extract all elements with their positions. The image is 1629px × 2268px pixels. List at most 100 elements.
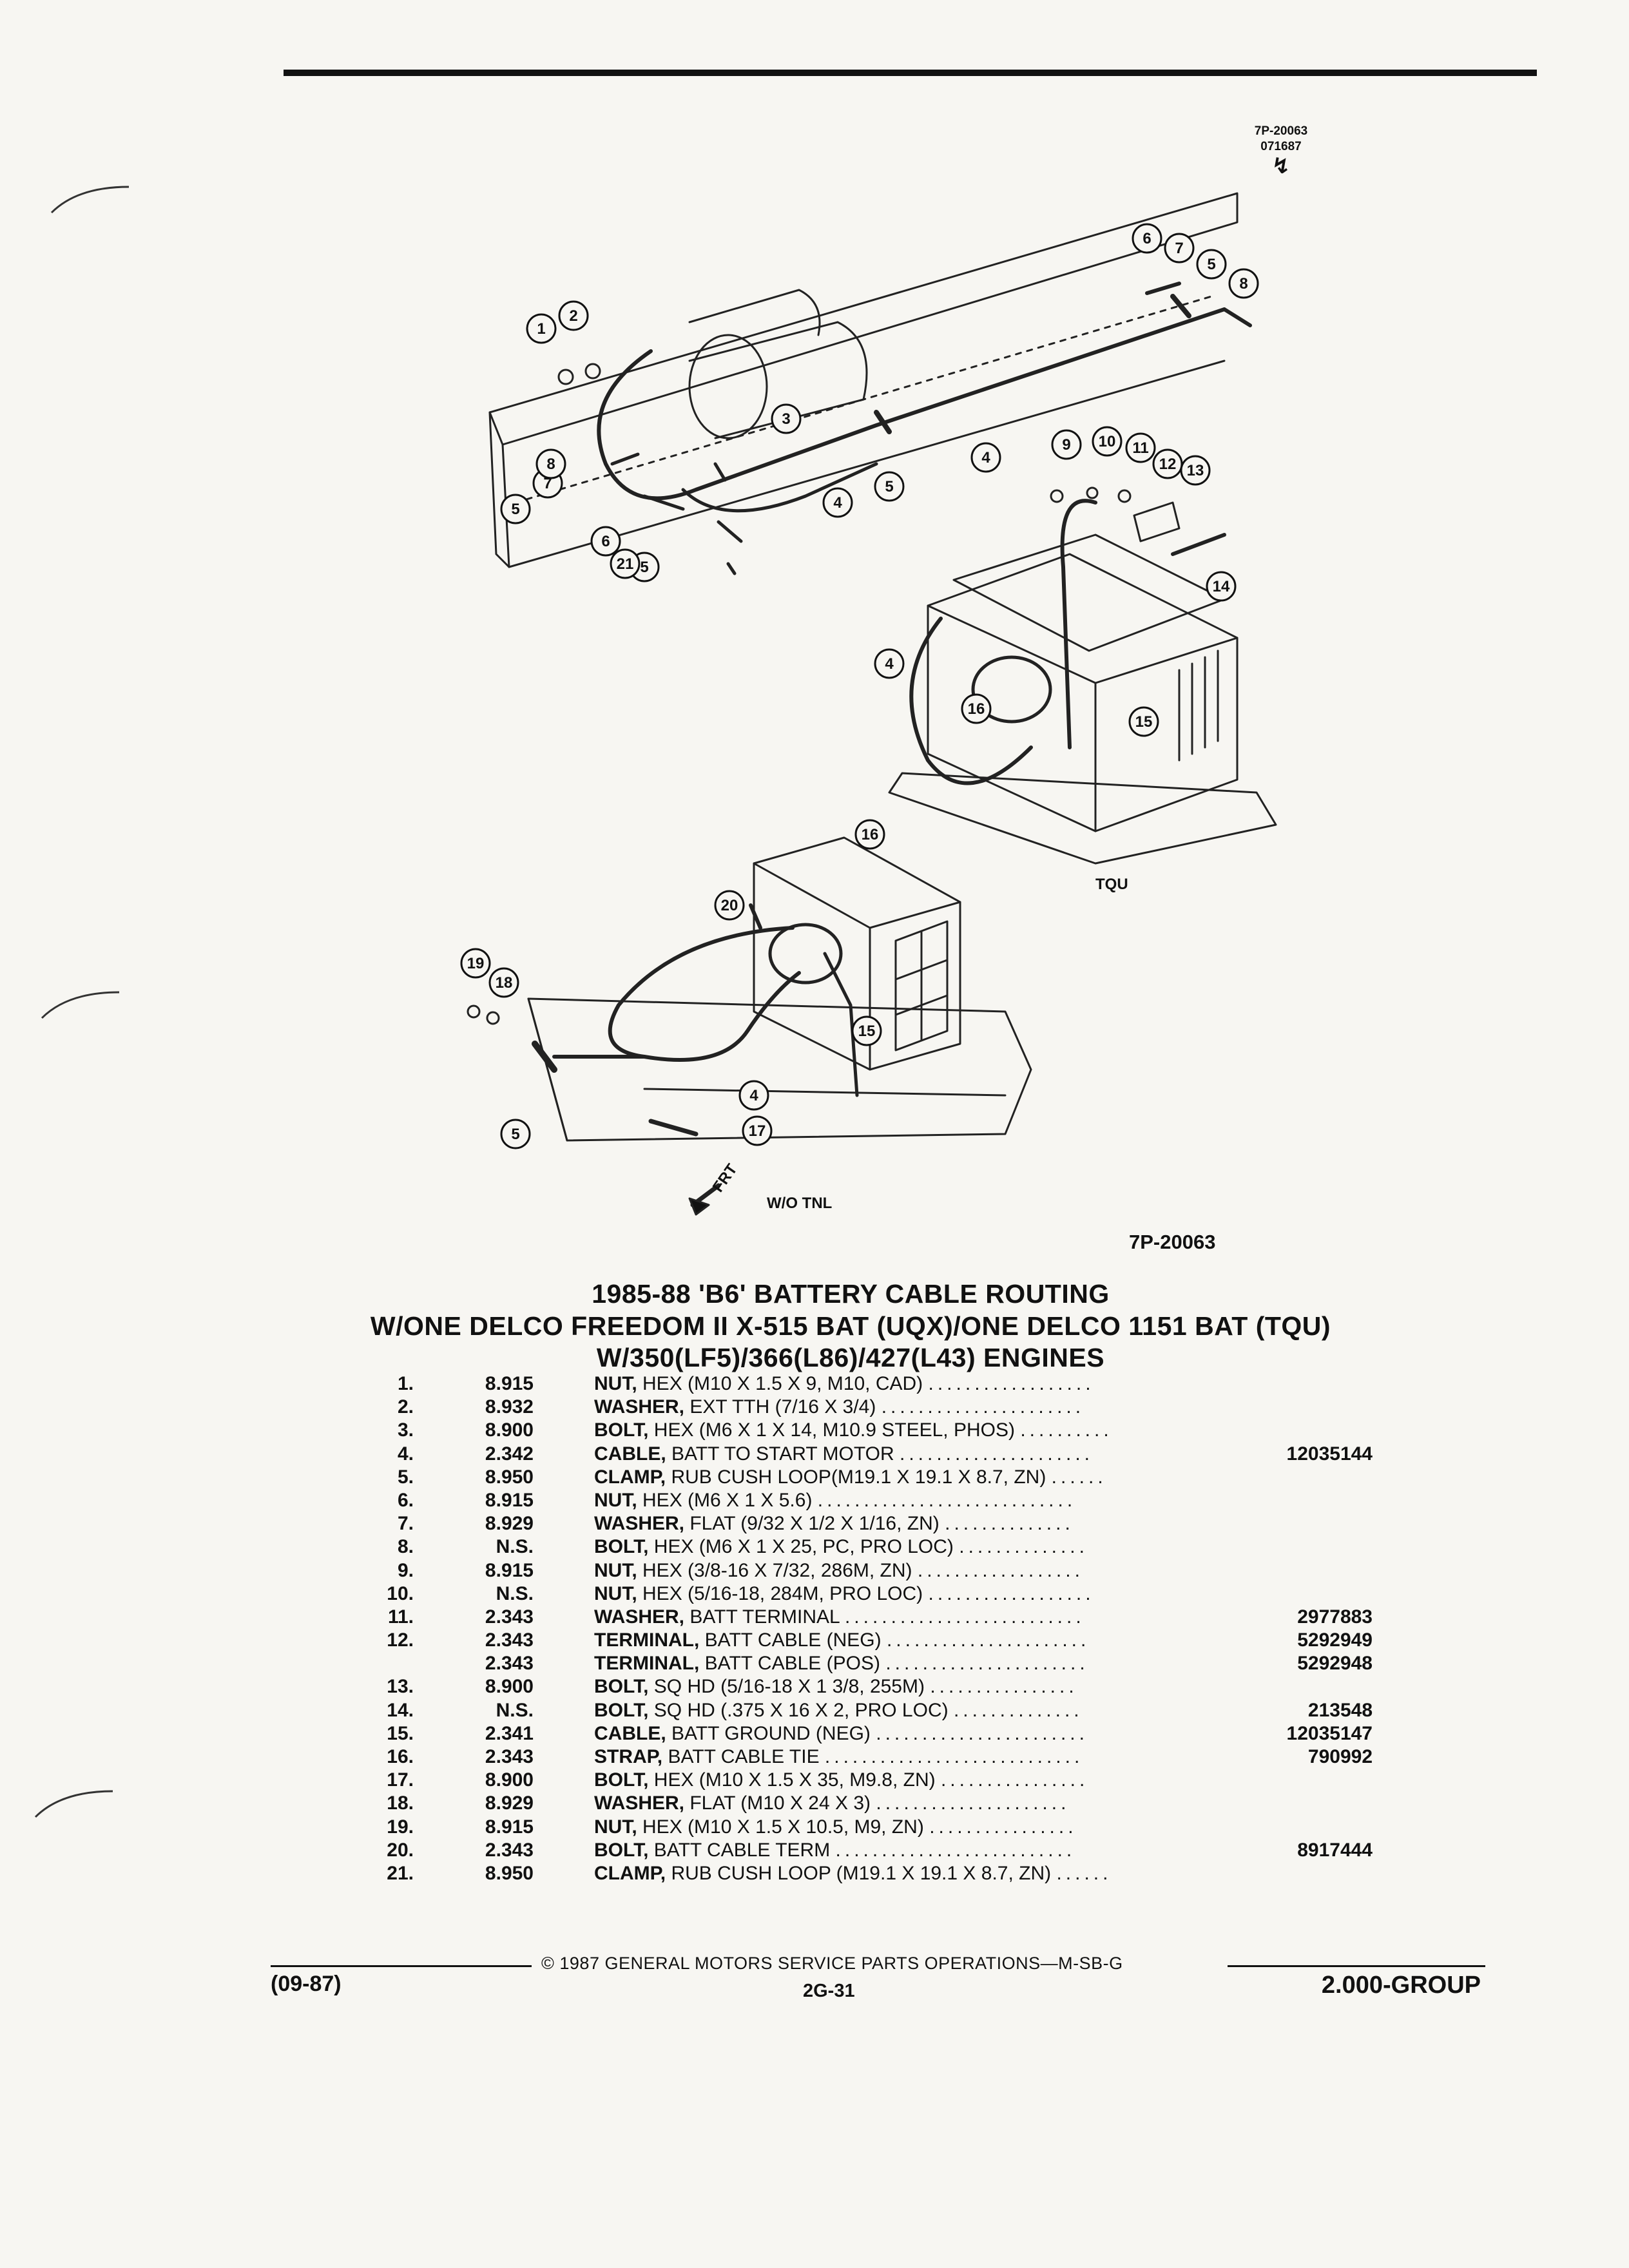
callout-label: 16 xyxy=(968,700,985,718)
leader-dots: .............. xyxy=(959,1536,1088,1558)
battery-tqu-hold-down xyxy=(952,533,1226,652)
cable-clamps xyxy=(874,294,1191,434)
nut-10 xyxy=(1086,486,1099,499)
group-number-cell: 8.915 xyxy=(485,1559,534,1581)
description-spec: HEX (M10 X 1.5 X 35, M9.8, ZN) xyxy=(653,1769,936,1791)
description-spec: HEX (3/8-16 X 7/32, 286M, ZN) xyxy=(642,1559,912,1581)
battery-tqu xyxy=(927,553,1239,832)
callout-label: 5 xyxy=(511,1126,519,1143)
solenoid xyxy=(688,289,821,336)
description: BOLT, SQ HD (.375 X 16 X 2, PRO LOC) ...… xyxy=(594,1699,1380,1722)
description: STRAP, BATT CABLE TIE ..................… xyxy=(594,1745,1380,1769)
description-noun: NUT, xyxy=(594,1489,637,1511)
title-line-2: W/ONE DELCO FREEDOM II X-515 BAT (UQX)/O… xyxy=(370,1311,1331,1341)
description: BOLT, BATT CABLE TERM ..................… xyxy=(594,1839,1380,1862)
callout-label: 15 xyxy=(1135,713,1153,731)
description-spec: BATT TERMINAL xyxy=(689,1606,840,1628)
callout-circle xyxy=(500,1119,531,1149)
group-number-cell: 2.343 xyxy=(485,1653,534,1675)
item-number: 3. xyxy=(397,1419,414,1441)
battery-uqx-edges xyxy=(753,862,961,1071)
callout-2: 2 xyxy=(558,300,589,331)
callout-circle xyxy=(1125,432,1156,463)
callout-label: 9 xyxy=(1062,436,1070,454)
part-number: 213548 xyxy=(1307,1699,1373,1721)
description-noun: BOLT, xyxy=(594,1536,649,1558)
description-noun: BOLT, xyxy=(594,1769,649,1791)
callout-3: 3 xyxy=(771,403,802,434)
description: WASHER, FLAT (M10 X 24 X 3) ............… xyxy=(594,1792,1380,1815)
cable-15-tqu xyxy=(1060,499,1097,749)
callout-circle xyxy=(526,313,557,344)
reference-code: 7P-20063 xyxy=(1254,124,1308,138)
bolt-20 xyxy=(749,903,762,930)
callout-16: 16 xyxy=(854,819,885,850)
description-spec: BATT GROUND (NEG) xyxy=(671,1722,871,1744)
top-rule xyxy=(284,70,1537,76)
callout-5: 5 xyxy=(500,1119,531,1149)
description: NUT, HEX (3/8-16 X 7/32, 286M, ZN) .....… xyxy=(594,1559,1380,1582)
description-noun: BOLT, xyxy=(594,1419,649,1441)
description: NUT, HEX (M6 X 1 X 5.6) ................… xyxy=(594,1489,1380,1512)
callout-circle xyxy=(851,1015,882,1046)
description-noun: WASHER, xyxy=(594,1792,685,1814)
callout-5: 5 xyxy=(500,494,531,524)
cable-15-uqx xyxy=(823,952,859,1097)
group-number-cell: 8.950 xyxy=(485,1862,534,1884)
callout-circle xyxy=(854,819,885,850)
item-number: 11. xyxy=(387,1606,414,1628)
group-number-cell: 2.343 xyxy=(485,1606,534,1628)
group-number-cell: 8.929 xyxy=(485,1513,534,1535)
callout-label: 18 xyxy=(496,974,513,992)
group-number-cell: 2.343 xyxy=(485,1839,534,1861)
starter-cable-branch xyxy=(681,462,878,513)
leader-dots: ...................... xyxy=(885,1653,1089,1675)
item-number: 9. xyxy=(397,1559,414,1581)
callout-circle xyxy=(1228,268,1259,299)
callout-19: 19 xyxy=(460,948,491,979)
description: NUT, HEX (M10 X 1.5 X 10.5, M9, ZN) ....… xyxy=(594,1816,1380,1839)
item-number: 21. xyxy=(387,1862,414,1884)
reference-date: 071687 xyxy=(1260,140,1302,153)
callout-6: 6 xyxy=(590,526,621,557)
callout-8: 8 xyxy=(535,448,566,479)
callout-label: 4 xyxy=(885,655,894,673)
description-noun: CABLE, xyxy=(594,1443,666,1465)
description-noun: CLAMP, xyxy=(594,1466,666,1488)
front-arrow-head xyxy=(688,1197,710,1216)
part-number: 5292949 xyxy=(1297,1629,1373,1651)
callout-6: 6 xyxy=(1132,223,1162,254)
callout-8: 8 xyxy=(1228,268,1259,299)
leader-dots: ...... xyxy=(1051,1466,1107,1488)
part-number: 2977883 xyxy=(1297,1606,1373,1628)
leader-dots: .............. xyxy=(953,1699,1083,1721)
description: BOLT, HEX (M6 X 1 X 14, M10.9 STEEL, PHO… xyxy=(594,1419,1380,1442)
washer-18 xyxy=(486,1011,500,1025)
group-number-cell: N.S. xyxy=(496,1699,534,1721)
callout-7: 7 xyxy=(1164,233,1195,264)
part-number: 790992 xyxy=(1307,1746,1373,1767)
bolt-8-upper xyxy=(1145,282,1252,327)
starter-motor-end xyxy=(688,334,768,439)
description-noun: WASHER, xyxy=(594,1606,685,1628)
parts-row: 14.N.S.BOLT, SQ HD (.375 X 16 X 2, PRO L… xyxy=(361,1699,1405,1722)
description-noun: BOLT, xyxy=(594,1699,649,1721)
callout-label: 4 xyxy=(981,449,990,466)
part-number: 12035147 xyxy=(1286,1722,1373,1744)
callout-4: 4 xyxy=(970,442,1001,473)
callout-circle xyxy=(1092,426,1123,457)
callout-4: 4 xyxy=(738,1080,769,1111)
battery-tqu-vents xyxy=(1178,649,1219,762)
